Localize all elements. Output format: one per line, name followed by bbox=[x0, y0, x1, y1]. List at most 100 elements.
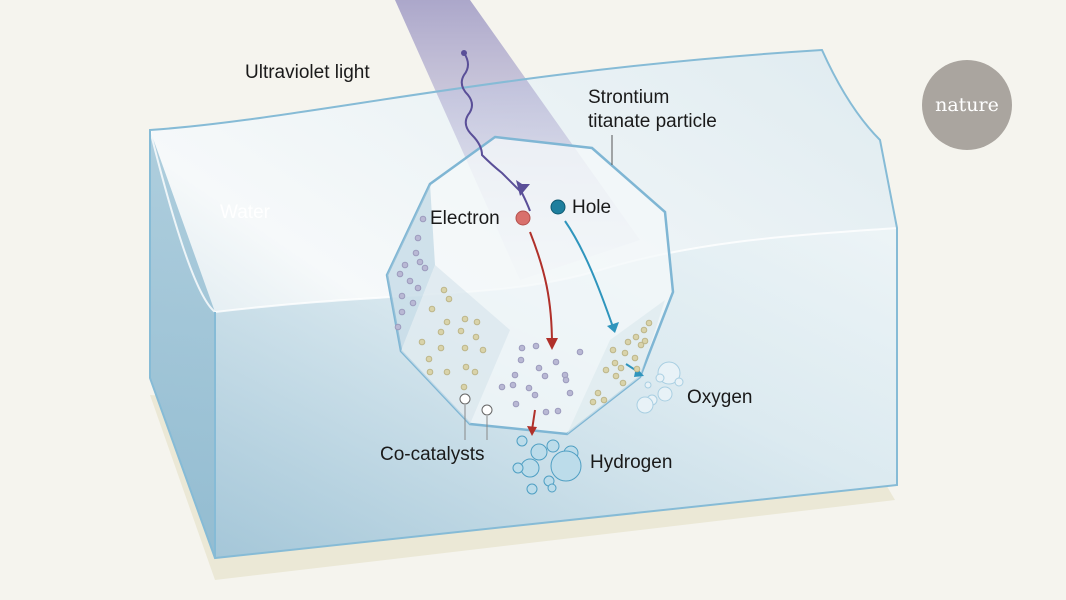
water-box-outline bbox=[149, 48, 898, 560]
site-dot bbox=[617, 364, 625, 372]
electron-label: Electron bbox=[430, 208, 500, 229]
site-dot bbox=[440, 286, 448, 294]
particle-label: Strontium titanate particle bbox=[588, 87, 717, 132]
particle-facet-left bbox=[387, 184, 435, 351]
site-dot bbox=[428, 305, 436, 313]
site-dot bbox=[421, 264, 429, 272]
site-dot bbox=[437, 328, 445, 336]
site-dot bbox=[443, 318, 451, 326]
site-dot bbox=[531, 391, 539, 399]
site-dot bbox=[443, 368, 451, 376]
surface-sites bbox=[394, 215, 653, 416]
electron-arrowhead bbox=[546, 338, 558, 350]
site-dot bbox=[554, 407, 562, 415]
site-dot bbox=[594, 389, 602, 397]
hole-icon bbox=[550, 199, 566, 215]
site-dot bbox=[479, 346, 487, 354]
site-dot bbox=[473, 318, 481, 326]
site-dot bbox=[419, 215, 427, 223]
site-dot bbox=[552, 358, 560, 366]
site-dot bbox=[406, 277, 414, 285]
site-dot bbox=[641, 337, 649, 345]
nature-logo: nature bbox=[922, 60, 1012, 150]
site-dot bbox=[576, 348, 584, 356]
site-dot bbox=[398, 292, 406, 300]
hydrogen-bubble bbox=[530, 443, 548, 461]
site-dot bbox=[589, 398, 597, 406]
site-dot bbox=[566, 389, 574, 397]
hydrogen-bubble bbox=[512, 462, 524, 474]
oxygen-bubble bbox=[636, 396, 654, 414]
site-dot bbox=[621, 349, 629, 357]
site-dot bbox=[418, 338, 426, 346]
cocatalyst-icon bbox=[481, 404, 493, 416]
oxygen-bubble bbox=[644, 381, 652, 389]
uv-light-label: Ultraviolet light bbox=[245, 62, 370, 83]
hydrogen-bubble bbox=[546, 439, 560, 453]
oxygen-label: Oxygen bbox=[687, 387, 753, 408]
site-dot bbox=[416, 258, 424, 266]
site-dot bbox=[633, 365, 641, 373]
site-dot bbox=[609, 346, 617, 354]
site-dot bbox=[425, 355, 433, 363]
site-dot bbox=[396, 270, 404, 278]
site-dot bbox=[640, 326, 648, 334]
electron-icon bbox=[515, 210, 531, 226]
site-dot bbox=[619, 379, 627, 387]
site-dot bbox=[517, 356, 525, 364]
hydrogen-bubbles bbox=[512, 435, 582, 495]
site-dot bbox=[611, 359, 619, 367]
site-dot bbox=[518, 344, 526, 352]
hydrogen-bubble bbox=[547, 483, 557, 493]
oxygen-bubble bbox=[657, 386, 673, 402]
site-dot bbox=[562, 376, 570, 384]
hole-arrow bbox=[564, 220, 615, 331]
site-dot bbox=[542, 408, 550, 416]
site-dot bbox=[445, 295, 453, 303]
water-box-left-face bbox=[150, 130, 215, 558]
oxygen-bubble bbox=[674, 377, 684, 387]
site-dot bbox=[624, 338, 632, 346]
site-dot bbox=[471, 368, 479, 376]
site-dot bbox=[412, 249, 420, 257]
site-dot bbox=[414, 234, 422, 242]
uv-arrowhead bbox=[516, 180, 530, 196]
cocatalyst-icon bbox=[459, 393, 471, 405]
site-dot bbox=[461, 315, 469, 323]
site-dot bbox=[472, 333, 480, 341]
site-dot bbox=[414, 284, 422, 292]
electron-arrow bbox=[529, 231, 553, 346]
electron-out-arrowhead bbox=[527, 426, 537, 436]
hole-label: Hole bbox=[572, 197, 612, 218]
site-dot bbox=[631, 354, 639, 362]
site-dot bbox=[509, 381, 517, 389]
site-dot bbox=[602, 366, 610, 374]
site-dot bbox=[600, 396, 608, 404]
water-label: Water bbox=[220, 202, 270, 223]
cocatalysts-label: Co-catalysts bbox=[380, 444, 485, 465]
site-dot bbox=[632, 333, 640, 341]
site-dot bbox=[461, 344, 469, 352]
site-dot bbox=[401, 261, 409, 269]
site-dot bbox=[541, 372, 549, 380]
site-dot bbox=[525, 384, 533, 392]
site-dot bbox=[645, 319, 653, 327]
site-dot bbox=[409, 299, 417, 307]
site-dot bbox=[437, 344, 445, 352]
hydrogen-bubble bbox=[520, 458, 540, 478]
hole-arrowhead bbox=[607, 322, 619, 333]
site-dot bbox=[498, 383, 506, 391]
oxygen-bubble bbox=[655, 373, 665, 383]
site-dot bbox=[394, 323, 402, 331]
site-dot bbox=[460, 383, 468, 391]
uv-photon-wave bbox=[460, 52, 531, 212]
particle-facet-lower-left bbox=[401, 265, 510, 424]
oxygen-bubbles bbox=[636, 361, 684, 414]
site-dot bbox=[535, 364, 543, 372]
site-dot bbox=[398, 308, 406, 316]
site-dot bbox=[426, 368, 434, 376]
site-dot bbox=[512, 400, 520, 408]
site-dot bbox=[511, 371, 519, 379]
